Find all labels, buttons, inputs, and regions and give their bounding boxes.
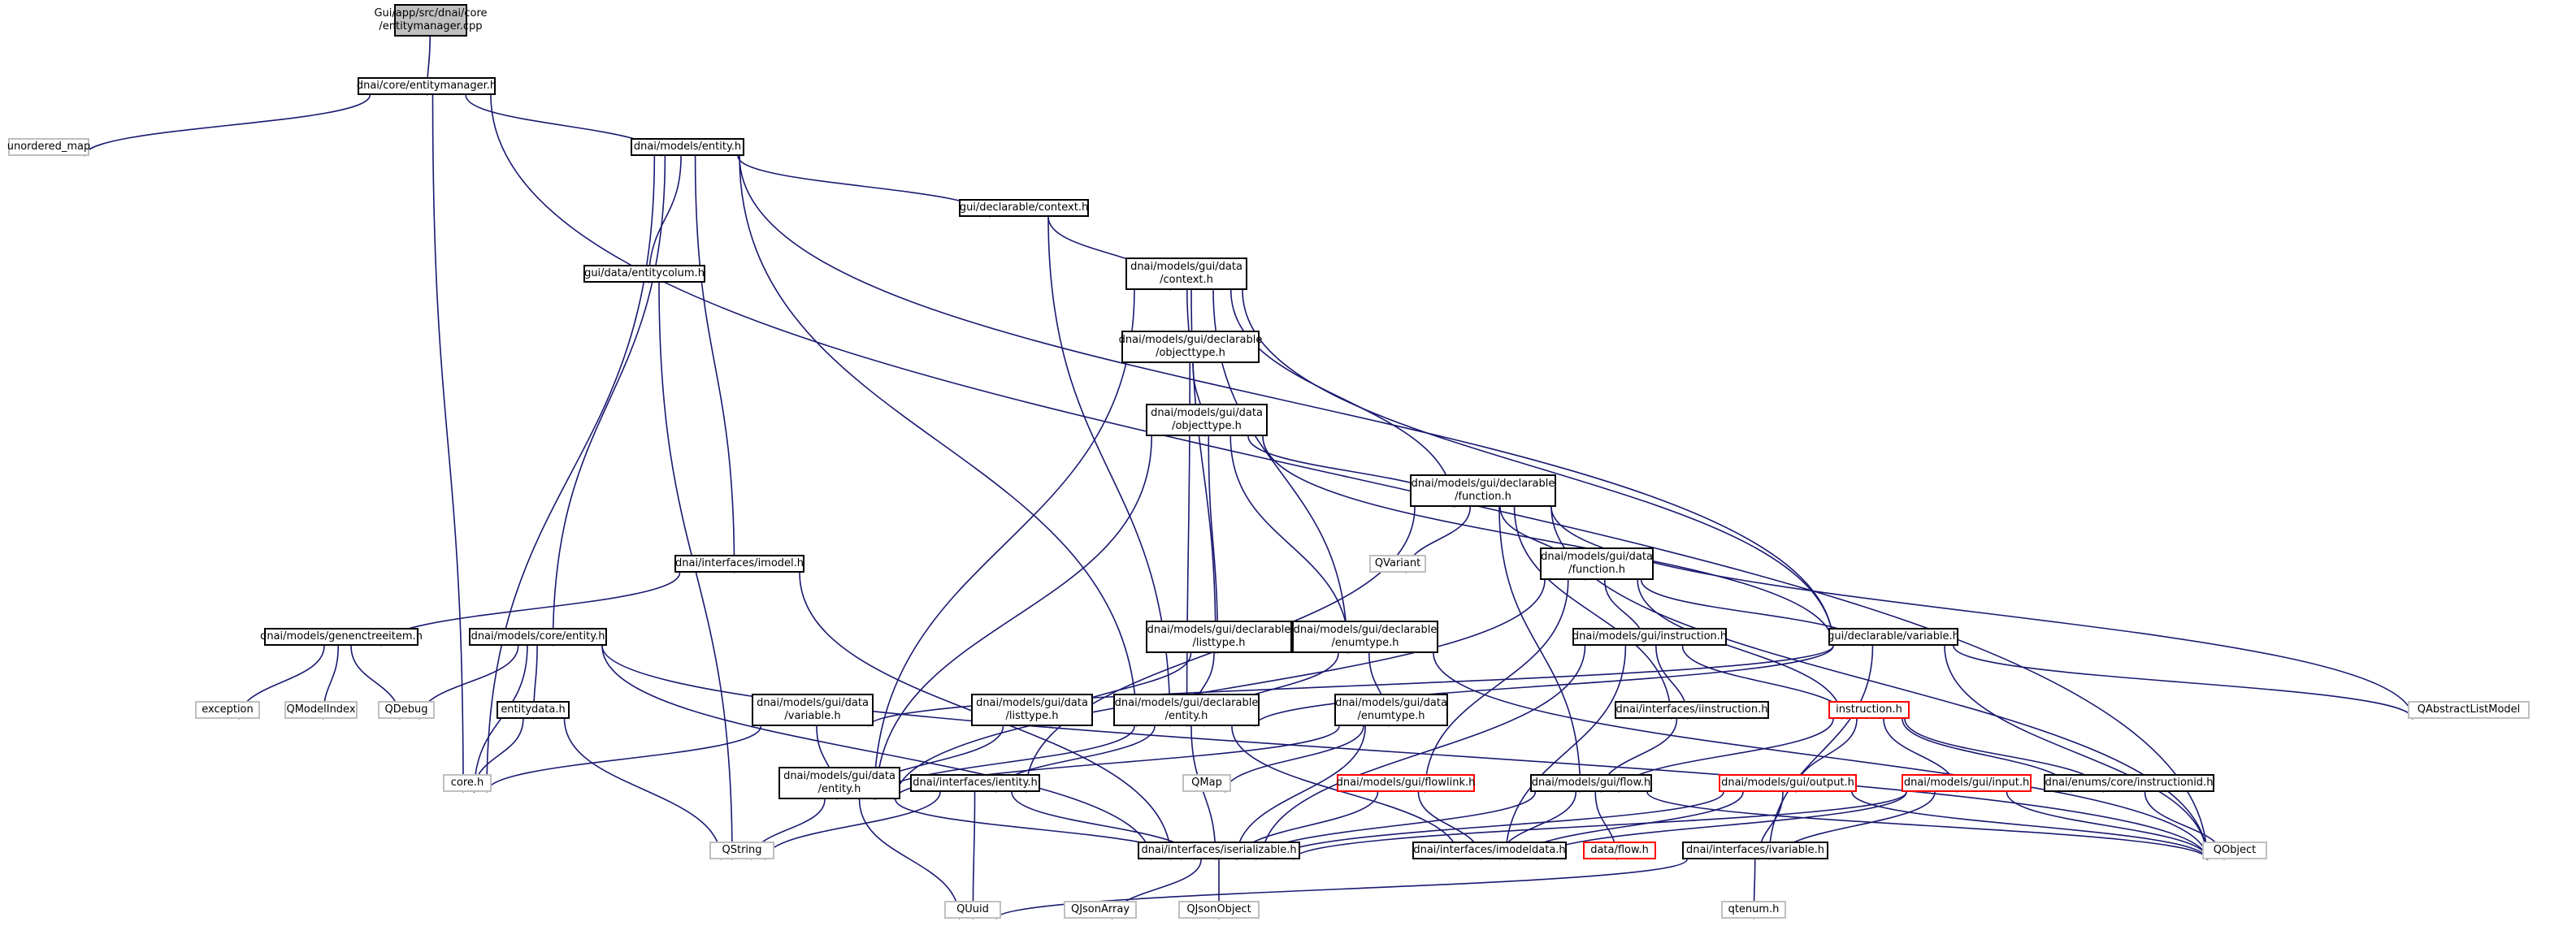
node-core-entity[interactable]: dnai/models/core/entity.h bbox=[469, 628, 607, 646]
node-data-entity[interactable]: dnai/models/gui/data /entity.h bbox=[778, 767, 900, 799]
node-data-enumtype[interactable]: dnai/models/gui/data /enumtype.h bbox=[1334, 694, 1448, 726]
edge-entitymanager-to-unordered-map bbox=[80, 94, 371, 158]
node-quuid: QUuid bbox=[944, 901, 1001, 919]
node-flowlink[interactable]: dnai/models/gui/flowlink.h bbox=[1337, 774, 1475, 792]
node-decl-listtype[interactable]: dnai/models/gui/declarable /listtype.h bbox=[1146, 621, 1292, 653]
node-variable-decl[interactable]: gui/declarable/variable.h bbox=[1828, 628, 1959, 646]
edge-data-enumtype-to-iserializable bbox=[1231, 725, 1366, 861]
edge-entitydata-to-qstring bbox=[563, 718, 726, 861]
node-decl-enumtype[interactable]: dnai/models/gui/declarable /enumtype.h bbox=[1292, 621, 1438, 653]
node-qobject: QObject bbox=[2202, 842, 2267, 859]
edge-decl-entity-to-iserializable bbox=[1190, 725, 1221, 861]
edge-decl-entity-to-imodeldata bbox=[1231, 725, 1464, 861]
edge-data-context-to-data-entity bbox=[870, 289, 1135, 801]
node-decl-function[interactable]: dnai/models/gui/declarable /function.h bbox=[1410, 474, 1556, 507]
edge-entity-to-decl-entity bbox=[739, 155, 1142, 728]
node-data-flow[interactable]: data/flow.h bbox=[1583, 842, 1656, 859]
edge-core-entity-to-qobject bbox=[601, 645, 2212, 861]
node-entitycolum[interactable]: gui/data/entitycolum.h bbox=[583, 265, 705, 283]
node-qvariant: QVariant bbox=[1369, 555, 1426, 573]
node-root: Gui/app/src/dnai/core /entitymanager.cpp bbox=[374, 4, 488, 37]
node-genenctreeitem[interactable]: dnai/models/genenctreeitem.h bbox=[260, 628, 423, 646]
node-entitydata[interactable]: entitydata.h bbox=[497, 701, 570, 719]
node-qjsonobject: QJsonObject bbox=[1178, 901, 1260, 919]
node-context-decl[interactable]: gui/declarable/context.h bbox=[959, 199, 1089, 217]
edge-entity-to-core-entity bbox=[548, 155, 666, 647]
node-qstring: QString bbox=[709, 842, 774, 859]
edge-variable-decl-to-decl-entity bbox=[1250, 645, 1834, 728]
edge-data-context-to-decl-function bbox=[1229, 289, 1459, 508]
node-ivariable[interactable]: dnai/interfaces/ivariable.h bbox=[1682, 842, 1828, 859]
edge-data-objecttype-to-decl-listtype bbox=[1208, 435, 1223, 655]
edge-data-variable-to-core-h bbox=[482, 725, 762, 794]
edge-core-entity-to-core-h bbox=[470, 645, 528, 794]
node-qdebug: QDebug bbox=[378, 701, 435, 719]
node-entitymanager[interactable]: dnai/core/entitymanager.h bbox=[357, 77, 497, 95]
node-instruction-h[interactable]: instruction.h bbox=[1828, 701, 1910, 719]
edge-gui-output-to-qobject bbox=[1851, 791, 2212, 861]
node-qmodelindex: QModelIndex bbox=[284, 701, 358, 719]
edge-data-objecttype-to-decl-enumtype bbox=[1229, 435, 1355, 655]
edge-data-enumtype-to-qmap bbox=[1221, 725, 1364, 794]
edge-data-entity-to-quuid bbox=[858, 798, 965, 920]
node-ientity[interactable]: dnai/interfaces/ientity.h bbox=[910, 774, 1040, 792]
node-data-objecttype[interactable]: dnai/models/gui/data /objecttype.h bbox=[1146, 404, 1268, 436]
node-instructionid[interactable]: dnai/enums/core/instructionid.h bbox=[2044, 774, 2214, 792]
edge-entity-to-imodel bbox=[694, 155, 739, 574]
node-gui-instruction[interactable]: dnai/models/gui/instruction.h bbox=[1572, 628, 1727, 646]
edge-variable-decl-to-data-variable bbox=[864, 645, 1834, 728]
node-iserializable[interactable]: dnai/interfaces/iserializable.h bbox=[1138, 842, 1300, 859]
edge-gui-instruction-to-iserializable bbox=[1257, 645, 1586, 861]
node-decl-entity[interactable]: dnai/models/gui/declarable /entity.h bbox=[1113, 694, 1260, 726]
node-iinstruction[interactable]: dnai/interfaces/iinstruction.h bbox=[1615, 701, 1769, 719]
edge-entity-to-entitycolum bbox=[644, 155, 682, 284]
node-core-h: core.h bbox=[443, 774, 492, 792]
edge-gui-output-to-iserializable bbox=[1271, 791, 1724, 861]
edge-gui-input-to-qobject bbox=[2006, 791, 2213, 861]
edge-ivariable-to-quuid bbox=[991, 859, 1688, 920]
node-imodel[interactable]: dnai/interfaces/imodel.h bbox=[674, 555, 804, 573]
edge-entitymanager-to-core-h bbox=[432, 94, 468, 794]
edge-entitymanager-to-qobject bbox=[490, 94, 2212, 861]
edge-gui-instruction-to-imodeldata bbox=[1501, 645, 1627, 861]
edge-decl-enumtype-to-qobject bbox=[1433, 652, 2212, 861]
edge-entity-to-variable-decl bbox=[739, 155, 1838, 647]
edge-ientity-to-quuid bbox=[968, 791, 978, 920]
edge-variable-decl-to-qobject bbox=[1944, 645, 2212, 861]
edge-data-function-to-data-entity bbox=[891, 579, 1546, 801]
node-data-function[interactable]: dnai/models/gui/data /function.h bbox=[1540, 547, 1654, 580]
node-gui-output[interactable]: dnai/models/gui/output.h bbox=[1719, 774, 1857, 792]
edge-data-function-to-instruction-h bbox=[1637, 579, 1847, 720]
node-decl-objecttype[interactable]: dnai/models/gui/declarable /objecttype.h bbox=[1119, 331, 1262, 363]
edge-data-context-to-variable-decl bbox=[1242, 289, 1838, 647]
edge-data-objecttype-to-data-entity bbox=[871, 435, 1152, 801]
edge-gui-input-to-iserializable bbox=[1289, 791, 1907, 861]
edge-data-objecttype-to-variable-decl bbox=[1262, 435, 1838, 647]
node-exception: exception bbox=[195, 701, 260, 719]
edge-decl-function-to-iinstruction bbox=[1513, 506, 1676, 720]
node-imodeldata[interactable]: dnai/interfaces/imodeldata.h bbox=[1412, 842, 1567, 859]
edge-variable-decl-to-ivariable bbox=[1764, 645, 1874, 861]
node-qtenum: qtenum.h bbox=[1721, 901, 1786, 919]
node-qjsonarray: QJsonArray bbox=[1064, 901, 1137, 919]
node-entity[interactable]: dnai/models/entity.h bbox=[631, 138, 744, 156]
node-unordered-map: unordered_map bbox=[7, 138, 90, 156]
edge-core-entity-to-iserializable bbox=[601, 645, 1156, 861]
node-gui-input[interactable]: dnai/models/gui/input.h bbox=[1902, 774, 2032, 792]
edge-gui-flow-to-qobject bbox=[1646, 791, 2212, 861]
node-gui-flow[interactable]: dnai/models/gui/flow.h bbox=[1530, 774, 1652, 792]
node-qabstractlistmodel: QAbstractListModel bbox=[2408, 701, 2530, 719]
node-data-variable[interactable]: dnai/models/gui/data /variable.h bbox=[752, 694, 874, 726]
node-qmap: QMap bbox=[1182, 774, 1231, 792]
node-data-listtype[interactable]: dnai/models/gui/data /listtype.h bbox=[971, 694, 1093, 726]
edge-variable-decl-to-qabstractlistmodel bbox=[1953, 645, 2418, 720]
node-data-context[interactable]: dnai/models/gui/data /context.h bbox=[1125, 257, 1247, 290]
